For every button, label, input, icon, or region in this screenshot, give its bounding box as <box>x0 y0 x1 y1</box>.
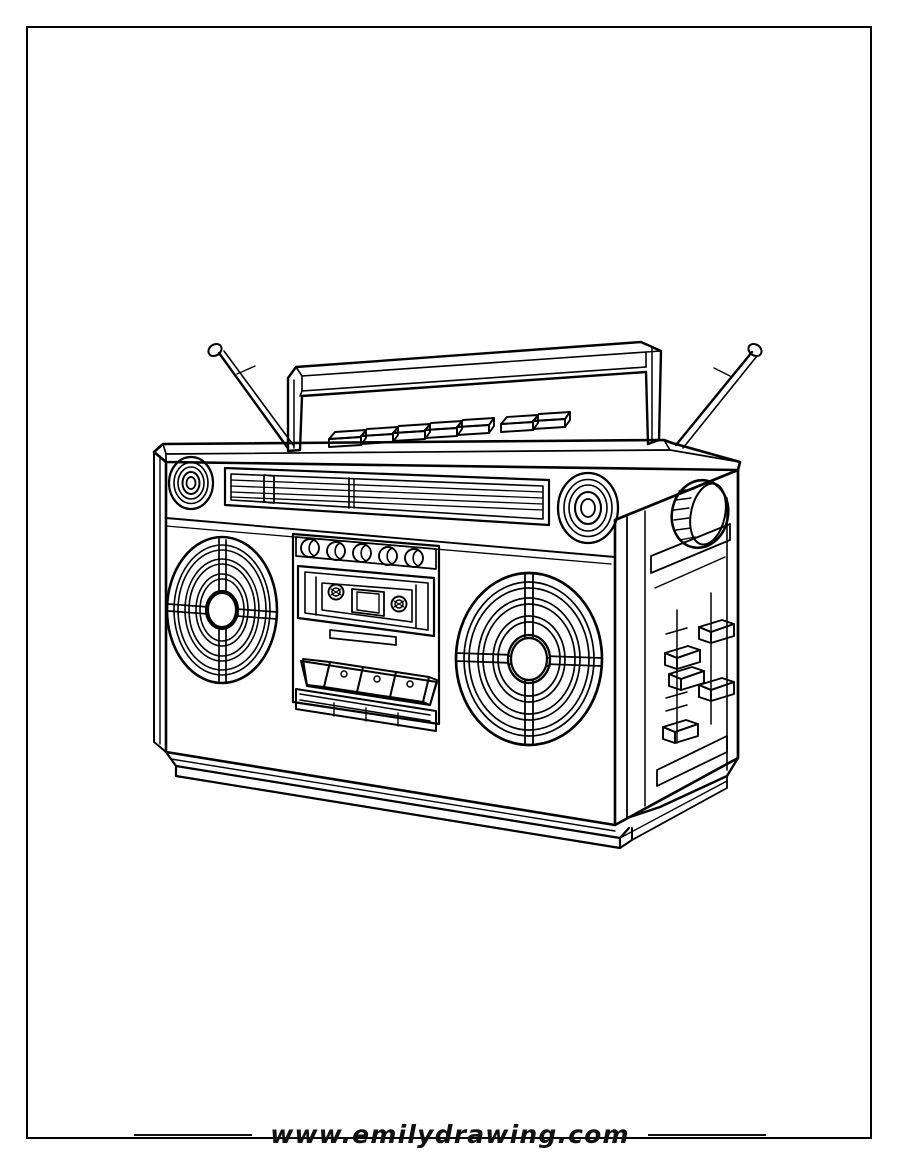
knob <box>300 538 320 558</box>
volume-knob[interactable] <box>666 475 735 553</box>
carry-handle <box>286 340 663 453</box>
tuner-dial[interactable] <box>223 466 551 527</box>
slider-cap <box>664 645 701 670</box>
knob <box>326 541 346 561</box>
left-tweeter <box>167 455 215 511</box>
lower-vent-strip <box>295 688 437 732</box>
cassette-reel <box>327 583 345 601</box>
cassette-reel <box>390 595 408 613</box>
footer-rule-left <box>134 1133 253 1136</box>
slider-cap <box>662 719 699 744</box>
right-woofer <box>454 571 604 747</box>
knob <box>404 548 424 568</box>
cassette-deck[interactable] <box>296 564 436 646</box>
slider-cap <box>698 619 735 644</box>
knob <box>352 543 372 563</box>
cassette-label-slot <box>329 629 397 646</box>
left-antenna-icon <box>207 342 295 449</box>
left-woofer <box>165 535 279 685</box>
website-url: www.emilydrawing.com <box>270 1120 630 1149</box>
footer-rule-right <box>647 1133 766 1136</box>
transport-buttons[interactable] <box>300 658 438 706</box>
side-trim <box>650 523 731 787</box>
control-knob-row[interactable] <box>295 536 437 570</box>
right-antenna-icon <box>674 342 763 449</box>
right-tweeter <box>556 471 620 545</box>
equalizer-sliders[interactable] <box>662 592 735 744</box>
knob <box>378 546 398 566</box>
slider-cap <box>698 677 735 702</box>
footer-watermark: www.emilydrawing.com <box>0 1120 900 1149</box>
center-control-column <box>291 532 441 726</box>
